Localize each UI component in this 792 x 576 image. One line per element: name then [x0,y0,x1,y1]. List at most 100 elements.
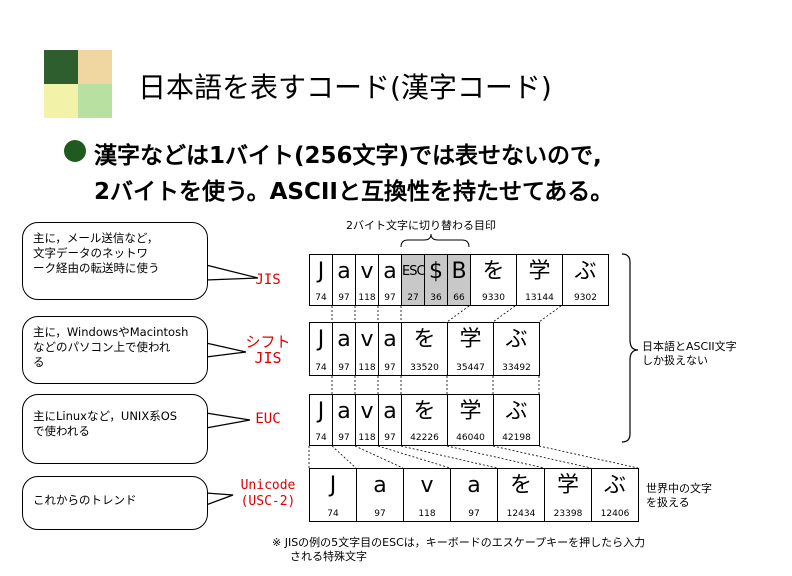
cell-char: ESC [402,264,426,279]
sjis-cell: ぶ 33492 [494,323,540,375]
bubble-jis-line-2: 文字データのネットワ [33,246,148,260]
cell-code: 118 [418,509,436,519]
cell-code: 13144 [525,293,554,303]
cell-char: 学 [528,259,551,284]
unicode-note: 世界中の文字 を扱える [646,482,712,510]
cell-char: を [482,259,505,284]
footnote-line-2: される特殊文字 [290,550,367,563]
cell-char: ぶ [505,327,528,352]
cell-code: 97 [338,363,350,373]
jis-cell: ぶ 9302 [563,255,609,305]
logo-square-1 [44,50,78,84]
encoding-label-unicode: Unicode (USC-2) [232,478,304,510]
sjis-cell: a 97 [333,323,356,375]
sjis-cell: J 74 [310,323,333,375]
cell-char: a [383,259,397,284]
unicode-cell: a 97 [357,469,404,521]
bubble-jis-line-1: 主に，メール送信など， [33,231,159,245]
encoding-label-sjis: シフト JIS [234,334,302,366]
cell-code: 9302 [574,293,597,303]
cell-code: 97 [384,363,396,373]
cell-code: 27 [407,293,419,303]
cell-code: 118 [358,293,376,303]
unicode-cell: J 74 [310,469,357,521]
cell-code: 42198 [502,433,531,443]
jis-cell: B 66 [448,255,471,305]
bubble-sjis-line-1: 主に，WindowsやMacintosh [33,325,189,339]
cell-char: a [337,399,351,424]
cell-code: 74 [315,363,327,373]
cell-code: 33492 [502,363,531,373]
jis-cell: 学 13144 [517,255,563,305]
logo-square-2 [78,50,112,84]
encoding-label-jis-text: JIS [255,272,281,288]
cell-char: ぶ [574,259,597,284]
cell-code: 118 [358,363,376,373]
cell-code: 97 [384,293,396,303]
footnote: ※ JISの例の5文字目のESCは，キーボードのエスケープキーを押したら入力 さ… [272,536,645,564]
bubble-euc: 主にLinuxなど，UNIX系OS で使われる [22,394,208,464]
sjis-cell: a 97 [379,323,402,375]
cell-code: 74 [327,509,339,519]
slide-title: 日本語を表すコード(漢字コード) [138,71,552,104]
encoding-label-sjis-line-1: シフト [245,333,291,351]
encoding-label-euc-text: EUC [255,411,281,427]
cell-code: 66 [453,293,465,303]
switch-marker-label: 2バイト文字に切り替わる目印 [346,219,496,232]
cell-char: a [337,259,351,284]
cell-char: $ [429,259,443,284]
unicode-cell: 学 23398 [545,469,592,521]
cell-char: J [317,399,325,424]
cell-code: 36 [430,293,442,303]
cell-code: 97 [384,433,396,443]
bubble-sjis-line-3: る [33,355,45,369]
slide-logo [44,50,112,118]
cell-char: 学 [556,473,579,498]
cell-code: 74 [315,433,327,443]
brace-note: 日本語とASCII文字 しか扱えない [642,340,737,368]
cell-char: を [413,399,436,424]
cell-char: a [383,327,397,352]
cell-char: B [451,259,467,284]
cell-char: a [337,327,351,352]
encoding-label-euc: EUC [240,411,296,427]
bubble-sjis-line-2: などのパソコン上で使われ [33,340,171,354]
cell-code: 33520 [410,363,439,373]
footnote-line-1: ※ JISの例の5文字目のESCは，キーボードのエスケープキーを押したら入力 [272,536,646,549]
cell-char: J [317,259,325,284]
cell-char: J [329,473,337,498]
logo-square-4 [78,84,112,118]
euc-cell: J 74 [310,395,333,445]
bullet-line-1: 漢字などは1バイト(256文字)では表せないので, [94,143,602,169]
brace-note-line-1: 日本語とASCII文字 [642,340,737,353]
cell-code: 97 [374,509,386,519]
encoding-label-unicode-line-1: Unicode [240,478,296,493]
cell-char: v [360,399,374,424]
cell-code: 97 [338,433,350,443]
cell-char: a [373,473,387,498]
bullet-dot [64,140,86,162]
bubble-euc-line-1: 主にLinuxなど，UNIX系OS [33,409,178,423]
encoding-label-sjis-line-2: JIS [254,349,282,367]
cell-char: J [317,327,325,352]
cell-code: 12406 [600,509,630,519]
bubble-jis: 主に，メール送信など， 文字データのネットワ ーク経由の転送時に使う [22,222,208,300]
cell-code: 23398 [553,509,583,519]
